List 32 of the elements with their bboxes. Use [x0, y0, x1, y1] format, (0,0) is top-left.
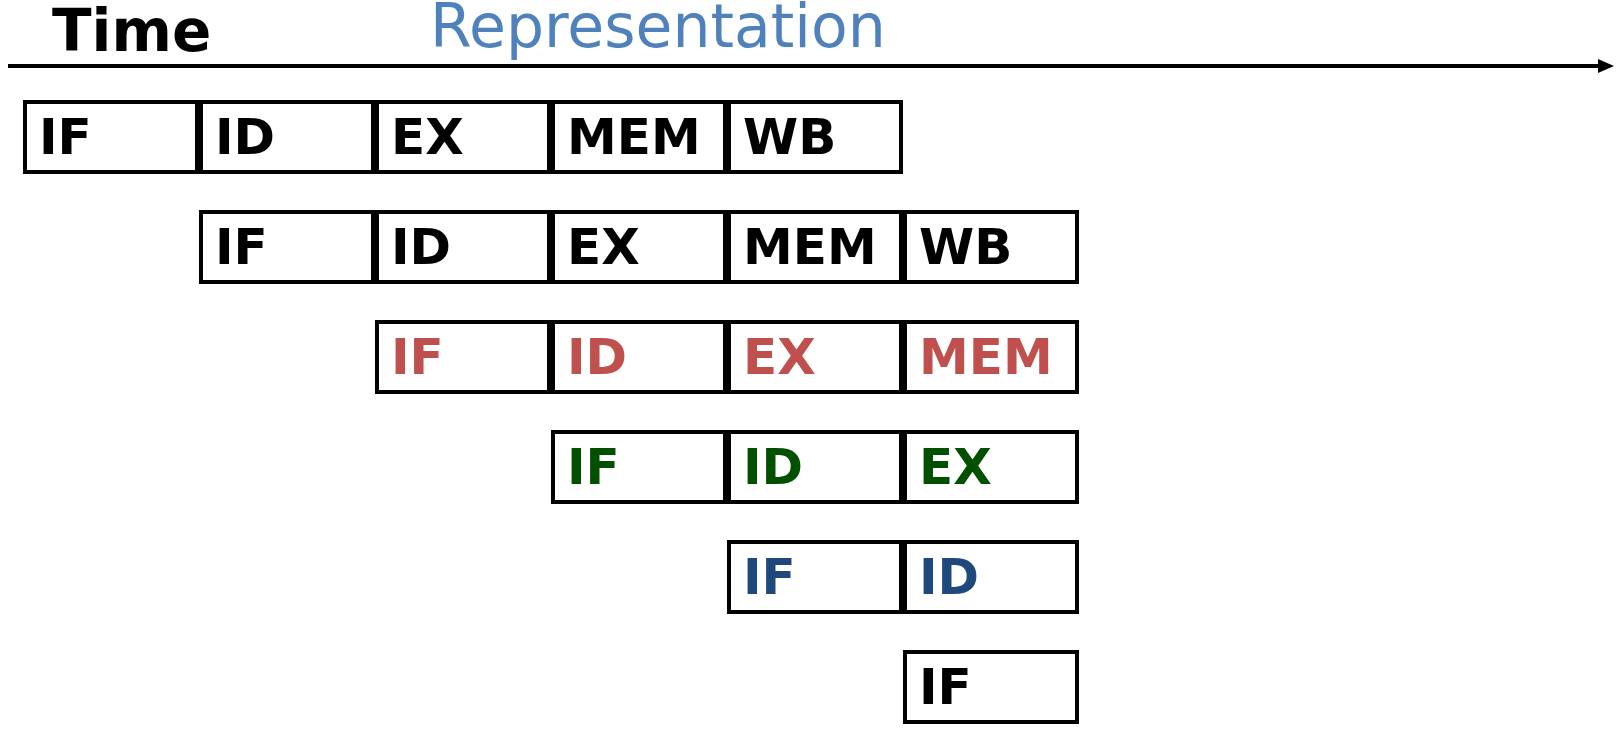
- stage-label: ID: [567, 332, 628, 382]
- stage-box: [903, 650, 1079, 724]
- stage-label: EX: [391, 112, 464, 162]
- stage-box: [375, 320, 551, 394]
- axis-label: Time: [52, 2, 212, 60]
- stage-label: IF: [919, 662, 972, 712]
- stage-label: ID: [743, 442, 804, 492]
- stage-label: ID: [391, 222, 452, 272]
- stage-label: IF: [391, 332, 444, 382]
- stage-label: MEM: [919, 332, 1053, 382]
- stage-box: [727, 540, 903, 614]
- stage-box: [551, 430, 727, 504]
- stage-label: EX: [567, 222, 640, 272]
- stage-label: MEM: [567, 112, 701, 162]
- stage-label: WB: [743, 112, 837, 162]
- stage-label: WB: [919, 222, 1013, 272]
- stage-label: ID: [919, 552, 980, 602]
- stage-label: EX: [919, 442, 992, 492]
- stage-label: MEM: [743, 222, 877, 272]
- stage-box: [199, 210, 375, 284]
- stage-box: [903, 540, 1079, 614]
- stage-label: IF: [39, 112, 92, 162]
- stage-box: [903, 430, 1079, 504]
- stage-label: EX: [743, 332, 816, 382]
- stage-box: [903, 320, 1079, 394]
- stage-label: IF: [567, 442, 620, 492]
- stage-label: ID: [215, 112, 276, 162]
- stage-box: [903, 210, 1079, 284]
- stage-label: IF: [743, 552, 796, 602]
- stage-box: [727, 100, 903, 174]
- stage-box: [23, 100, 199, 174]
- stage-label: IF: [215, 222, 268, 272]
